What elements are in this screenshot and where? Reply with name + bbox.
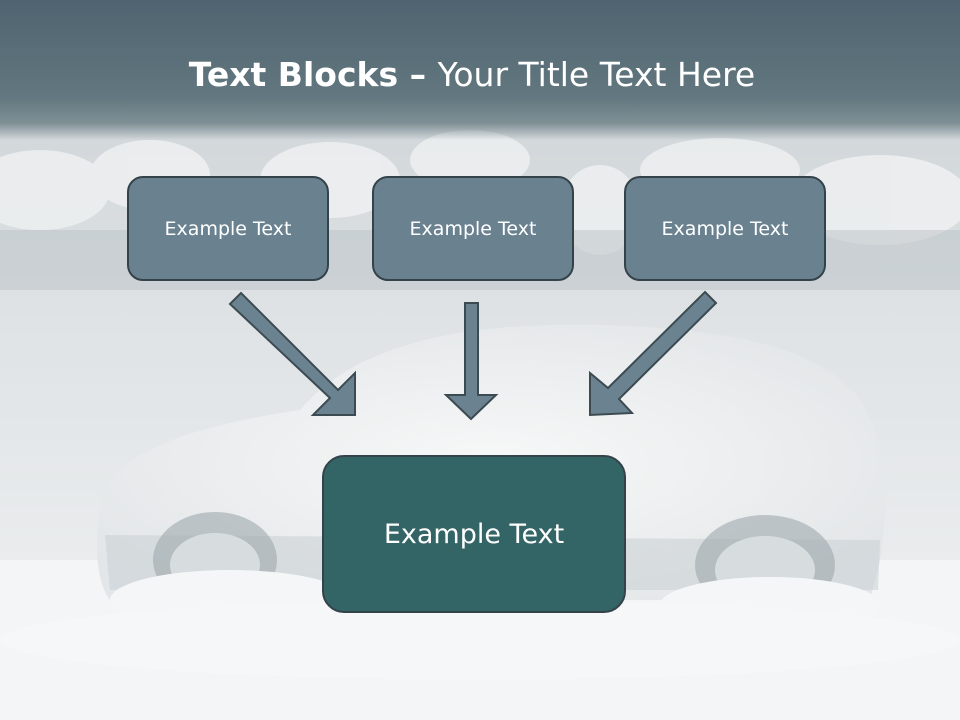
text-block-top-right-label: Example Text [661,217,789,240]
slide-title: Text Blocks – Your Title Text Here [0,52,944,98]
text-block-top-center[interactable]: Example Text [372,176,574,281]
arrow-right-diagonal [589,290,718,417]
text-block-bottom[interactable]: Example Text [322,455,626,613]
text-block-bottom-label: Example Text [383,518,565,550]
text-block-top-left[interactable]: Example Text [127,176,329,281]
text-block-top-left-label: Example Text [164,217,292,240]
title-bold-part: Text Blocks [188,55,399,94]
title-regular-part: Your Title Text Here [437,55,756,94]
title-dash: – [398,55,438,94]
arrow-center-down [443,302,499,421]
text-block-top-right[interactable]: Example Text [624,176,826,281]
title-band [0,0,960,140]
text-block-top-center-label: Example Text [409,217,537,240]
arrow-left-diagonal [228,291,356,416]
